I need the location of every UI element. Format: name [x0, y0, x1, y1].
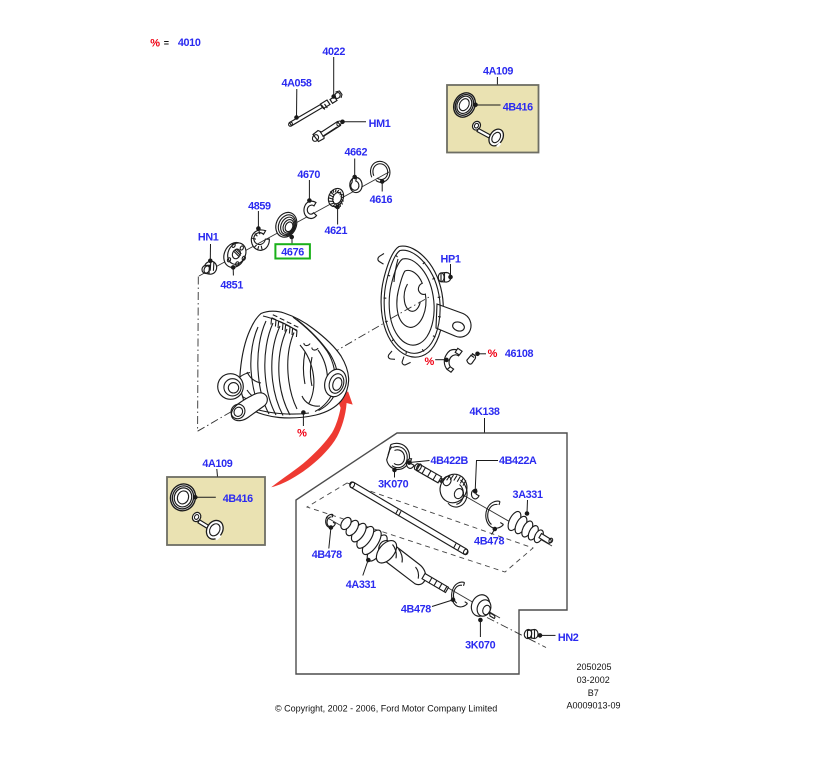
svg-text:4A331: 4A331: [346, 579, 376, 591]
svg-text:4K138: 4K138: [469, 406, 499, 418]
svg-text:4670: 4670: [297, 169, 320, 181]
svg-text:4616: 4616: [370, 194, 393, 206]
svg-text:4B422B: 4B422B: [430, 455, 468, 467]
svg-text:%: %: [488, 348, 498, 360]
svg-text:3K070: 3K070: [378, 478, 408, 490]
svg-text:46108: 46108: [505, 348, 534, 360]
svg-text:%: %: [150, 38, 160, 50]
svg-text:2050205: 2050205: [576, 662, 611, 672]
svg-text:4621: 4621: [324, 225, 347, 237]
svg-text:4A109: 4A109: [483, 66, 513, 78]
svg-text:4010: 4010: [178, 37, 201, 49]
svg-text:4859: 4859: [248, 200, 271, 212]
svg-text:4B478: 4B478: [401, 603, 431, 615]
svg-text:03-2002: 03-2002: [577, 675, 610, 685]
svg-text:3A331: 3A331: [513, 489, 543, 501]
svg-text:© Copyright, 2002 - 2006, Ford: © Copyright, 2002 - 2006, Ford Motor Com…: [275, 704, 497, 714]
svg-text:A0009013-09: A0009013-09: [566, 701, 620, 711]
svg-text:4B416: 4B416: [223, 493, 253, 505]
svg-text:4B422A: 4B422A: [499, 455, 537, 467]
svg-text:HN1: HN1: [198, 232, 219, 244]
svg-text:HP1: HP1: [441, 254, 461, 266]
svg-text:=: =: [164, 38, 169, 48]
svg-text:HM1: HM1: [369, 118, 391, 130]
svg-text:4B478: 4B478: [312, 549, 342, 561]
svg-text:%: %: [425, 356, 435, 368]
svg-text:4B416: 4B416: [503, 101, 533, 113]
svg-text:4A109: 4A109: [202, 458, 232, 470]
svg-text:4676: 4676: [281, 247, 304, 259]
svg-text:%: %: [297, 428, 307, 440]
svg-text:4A058: 4A058: [281, 77, 311, 89]
svg-text:4662: 4662: [344, 146, 367, 158]
svg-text:4851: 4851: [220, 280, 243, 292]
svg-text:4022: 4022: [322, 46, 345, 58]
svg-text:B7: B7: [588, 688, 599, 698]
svg-text:HN2: HN2: [558, 632, 579, 644]
svg-text:3K070: 3K070: [465, 640, 495, 652]
svg-text:4B478: 4B478: [474, 536, 504, 548]
